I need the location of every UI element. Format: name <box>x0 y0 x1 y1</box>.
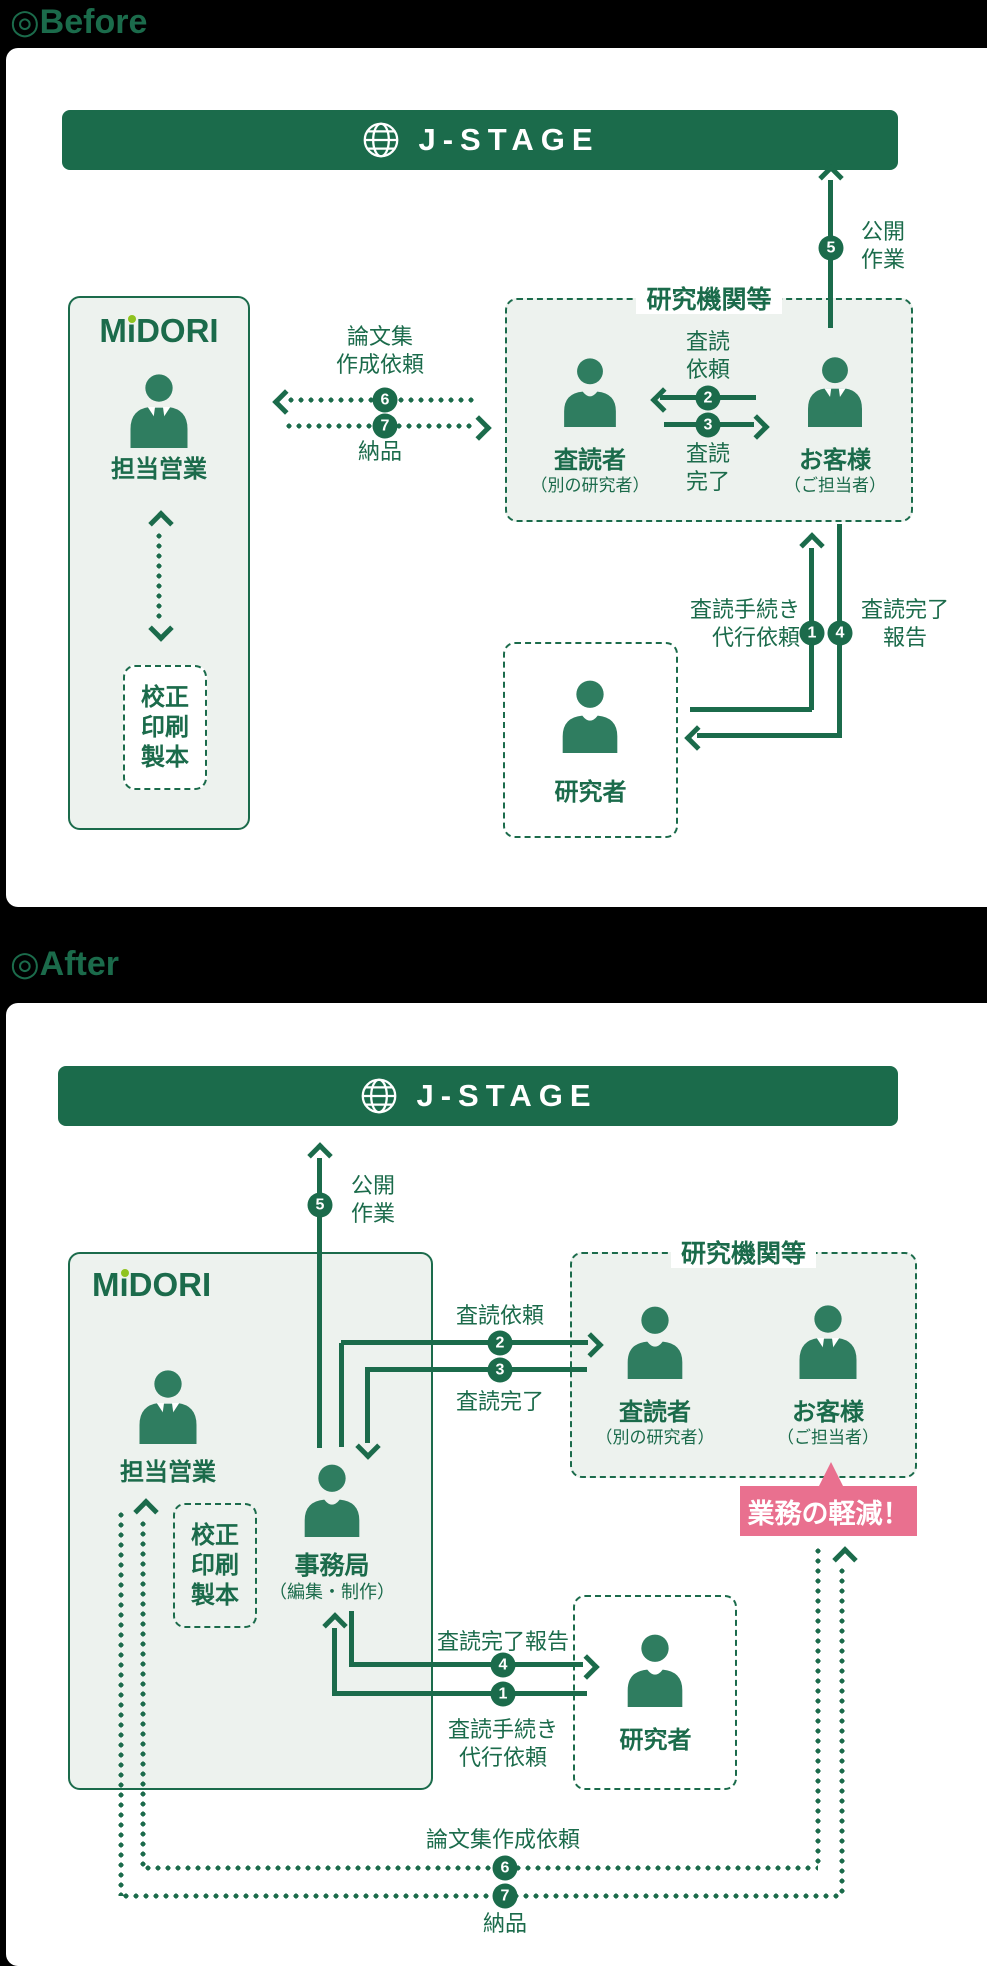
globe-icon <box>360 119 402 161</box>
before-jstage-bar: J-STAGE <box>62 110 898 170</box>
after-section-title: ◎After <box>10 945 120 983</box>
step4-hline <box>351 1662 583 1667</box>
step3-badge: 3 <box>487 1357 513 1383</box>
benefit-badge: 業務の軽減！ <box>740 1486 917 1536</box>
step1-label: 査読手続き代行依頼 <box>689 597 800 651</box>
sales-person-icon <box>130 1366 206 1446</box>
service-binding: 製本 <box>141 743 189 771</box>
service-printing: 印刷 <box>191 1551 239 1579</box>
service-printing: 印刷 <box>141 713 189 741</box>
step6-label: 論文集作成依頼 <box>425 1827 580 1852</box>
reviewer-person-icon <box>554 350 626 432</box>
researcher-label: 研究者 <box>619 1727 692 1754</box>
step7-dotted-line <box>121 1893 842 1899</box>
step6-dotted-vline-right <box>815 1546 821 1868</box>
internal-dotted-line <box>156 531 162 619</box>
researcher-person-icon <box>617 1628 693 1710</box>
step1-badge: 1 <box>490 1681 516 1707</box>
midori-logo-i: i <box>119 1266 129 1303</box>
step5-badge: 5 <box>307 1192 333 1218</box>
midori-logo-i: i <box>126 312 137 349</box>
researcher-person-icon <box>552 674 628 756</box>
service-proofreading: 校正 <box>141 683 189 711</box>
step7-label: 納品 <box>357 439 402 464</box>
before-institution-label: 研究機関等 <box>505 280 913 316</box>
step6-badge: 6 <box>372 387 398 413</box>
reviewer-label: 査読者 <box>619 1399 691 1426</box>
step1-badge: 1 <box>799 620 825 646</box>
customer-person-icon <box>799 350 871 432</box>
step5-badge: 5 <box>818 235 844 261</box>
step2-label: 査読依頼 <box>685 329 730 383</box>
step7-dotted-vline-right <box>839 1566 845 1896</box>
before-section-title: ◎Before <box>10 3 148 41</box>
service-binding: 製本 <box>191 1581 239 1609</box>
step2-label: 査読依頼 <box>455 1303 544 1328</box>
customer-label: お客様 <box>799 447 871 474</box>
customer-note: （ご担当者） <box>777 1428 879 1447</box>
reviewer-note: （別の研究者） <box>595 1428 715 1447</box>
step3-label: 査読完了 <box>455 1389 544 1414</box>
step1-vline <box>332 1628 337 1696</box>
step5-label: 公開作業 <box>860 219 905 273</box>
after-services-box: 校正 印刷 製本 <box>173 1503 257 1628</box>
customer-label: お客様 <box>792 1399 864 1426</box>
customer-note: （ご担当者） <box>784 476 886 495</box>
globe-icon <box>358 1075 400 1117</box>
office-label: 事務局 <box>294 1552 370 1580</box>
office-person-icon <box>294 1456 370 1542</box>
step2-hline <box>341 1340 588 1345</box>
step7-dotted-vline-left <box>118 1510 124 1896</box>
step6-dotted-vline-left <box>140 1519 146 1868</box>
sales-person-icon <box>121 370 197 450</box>
step2-vline <box>339 1343 344 1447</box>
step4-badge: 4 <box>490 1652 516 1678</box>
reviewer-label: 査読者 <box>554 447 626 474</box>
step7-badge: 7 <box>372 413 398 439</box>
reviewer-note: （別の研究者） <box>530 476 650 495</box>
service-proofreading: 校正 <box>191 1521 239 1549</box>
step5-label: 公開作業 <box>350 1173 395 1227</box>
step1-hline <box>334 1691 587 1696</box>
step3-badge: 3 <box>695 412 721 438</box>
sales-person-label: 担当営業 <box>120 1459 216 1486</box>
step4-vline <box>349 1611 354 1667</box>
step4-label: 査読完了報告 <box>860 597 949 651</box>
office-note: （編集・制作） <box>269 1582 395 1602</box>
benefit-badge-tail <box>818 1462 844 1488</box>
step5-line <box>317 1158 322 1448</box>
step1-label: 査読手続き代行依頼 <box>447 1717 558 1771</box>
step3-hline <box>365 1367 587 1372</box>
researcher-label: 研究者 <box>554 779 627 806</box>
step7-badge: 7 <box>492 1883 518 1909</box>
step6-label: 論文集作成依頼 <box>335 324 424 378</box>
jstage-label: J-STAGE <box>418 122 600 157</box>
midori-logo: MiDORI <box>99 312 219 349</box>
step4-badge: 4 <box>827 620 853 646</box>
reviewer-person-icon <box>617 1298 693 1384</box>
step4-hline <box>697 733 840 738</box>
step2-badge: 2 <box>695 385 721 411</box>
after-institution-label: 研究機関等 <box>570 1234 917 1270</box>
step3-vline <box>365 1369 370 1443</box>
customer-person-icon <box>790 1298 866 1384</box>
midori-logo: MiDORI <box>92 1266 212 1303</box>
before-services-box: 校正 印刷 製本 <box>123 665 207 790</box>
step1-hline <box>690 707 812 712</box>
step4-label: 査読完了報告 <box>436 1629 569 1654</box>
step6-dotted-line <box>143 1865 818 1871</box>
step3-label: 査読完了 <box>685 441 730 495</box>
jstage-label: J-STAGE <box>416 1078 598 1113</box>
after-jstage-bar: J-STAGE <box>58 1066 898 1126</box>
step7-label: 納品 <box>482 1911 527 1936</box>
step6-badge: 6 <box>492 1855 518 1881</box>
sales-person-label: 担当営業 <box>111 456 207 483</box>
step2-badge: 2 <box>487 1330 513 1356</box>
